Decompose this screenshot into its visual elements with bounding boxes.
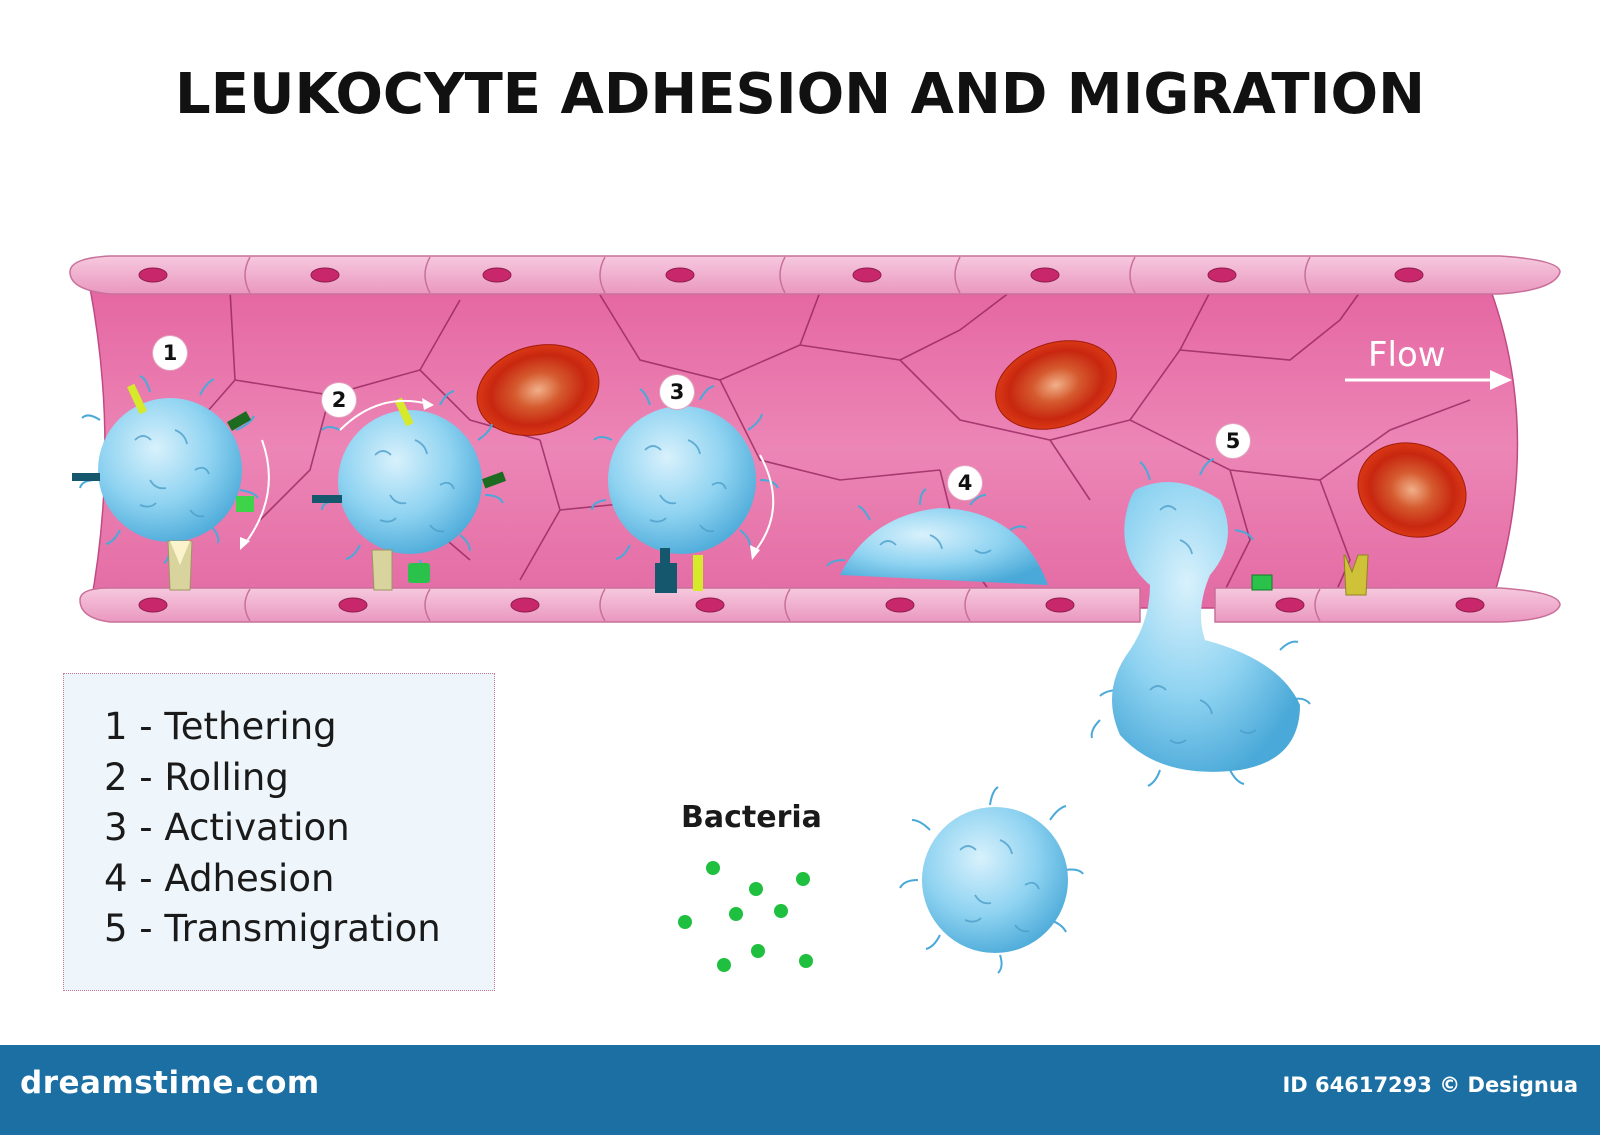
step-badge-2: 2	[322, 383, 356, 417]
legend-item-rolling: 2 - Rolling	[104, 755, 289, 799]
leukocyte-migrated	[899, 786, 1084, 974]
leukocyte-activation	[591, 385, 779, 579]
bacterium	[729, 907, 743, 921]
bacterium	[751, 944, 765, 958]
vessel-bottom-wall	[79, 587, 1561, 623]
bacterium	[796, 872, 810, 886]
steps-legend: 1 - Tethering 2 - Rolling 3 - Activation…	[63, 673, 495, 991]
step-badge-4: 4	[948, 466, 982, 500]
red-blood-cell	[476, 344, 600, 436]
red-blood-cell	[995, 340, 1117, 430]
step-badge-1: 1	[153, 336, 187, 370]
legend-item-transmigration: 5 - Transmigration	[104, 907, 441, 950]
legend-item-activation: 3 - Activation	[104, 806, 350, 849]
page-title: LEUKOCYTE ADHESION AND MIGRATION	[175, 62, 1425, 127]
step-badge-5: 5	[1216, 424, 1250, 458]
bacterium	[749, 882, 763, 896]
flow-label: Flow	[1368, 335, 1446, 375]
leukocyte-transmigration	[1090, 458, 1311, 787]
rolling-arrow-icon	[339, 399, 433, 431]
bacterium	[678, 915, 692, 929]
rotation-arrow-icon	[243, 439, 270, 546]
legend-item-tethering: 1 - Tethering	[104, 705, 337, 748]
bacterium	[799, 954, 813, 968]
legend-item-adhesion: 4 - Adhesion	[104, 856, 335, 900]
bacterium	[717, 958, 731, 972]
footer-credit: ID 64617293 © Designua	[1282, 1073, 1578, 1097]
step-badge-3: 3	[660, 375, 694, 409]
vessel-top-wall	[69, 255, 1561, 295]
bacteria-label: Bacteria	[681, 800, 822, 835]
rotation-arrow-icon	[751, 454, 775, 556]
bacterium	[706, 861, 720, 875]
leukocyte-tethering	[79, 375, 259, 564]
footer-site: dreamstime.com	[20, 1065, 320, 1101]
footer-bar: dreamstime.com ID 64617293 © Designua	[0, 1045, 1600, 1135]
bacterium	[774, 904, 788, 918]
leukocyte-adhesion	[826, 488, 1048, 585]
flow-arrow-icon	[1345, 370, 1512, 390]
red-blood-cell	[1357, 442, 1467, 538]
bacteria-cluster	[678, 861, 813, 972]
